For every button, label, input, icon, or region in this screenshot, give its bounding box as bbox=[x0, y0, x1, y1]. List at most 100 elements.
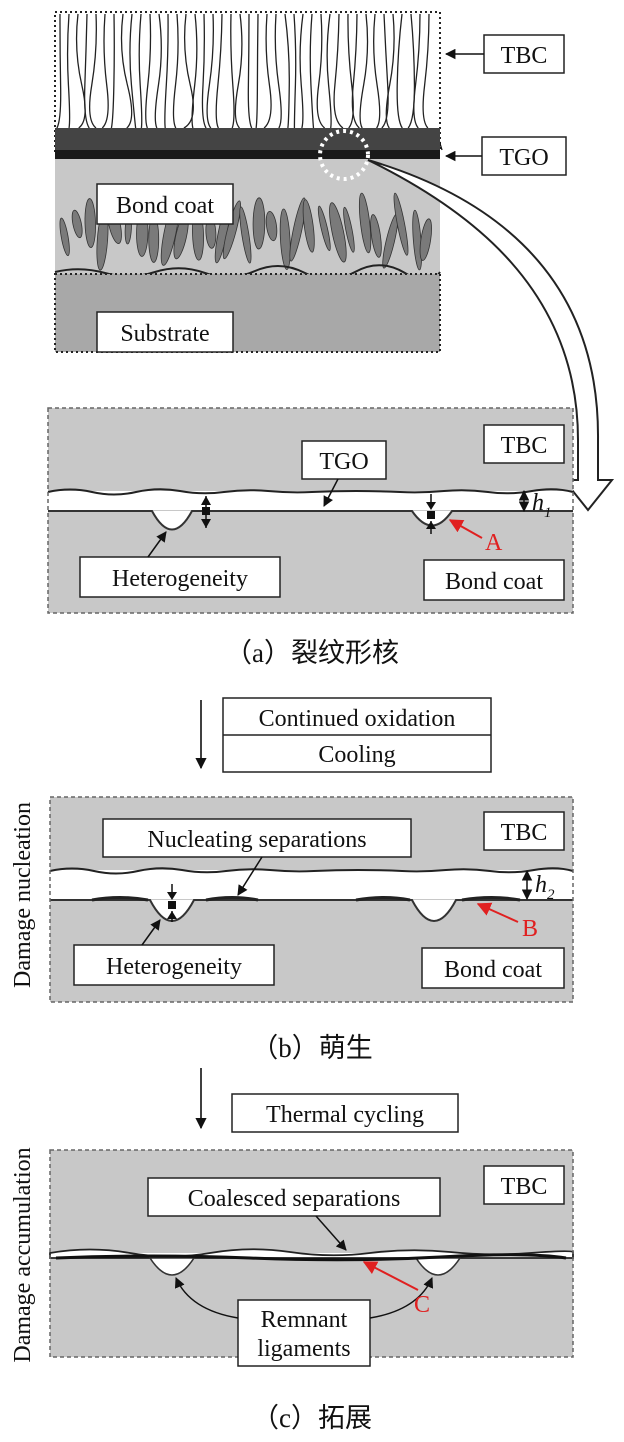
panel-a-tgo-bond-interface bbox=[48, 510, 573, 531]
bond-coat-grain bbox=[222, 200, 242, 260]
tbc-column bbox=[183, 13, 194, 129]
panel-b-tbc-label: TBC bbox=[501, 820, 548, 846]
panel-a-point-label: A bbox=[485, 530, 503, 556]
bond-coat-grain bbox=[302, 199, 315, 253]
bond-coat-grain bbox=[84, 198, 96, 249]
panel-a-upper-interface bbox=[47, 488, 574, 496]
panel-b-tgo-bond-interface bbox=[50, 899, 573, 922]
panel-b-separation-right bbox=[355, 896, 411, 902]
tbc-column bbox=[215, 13, 223, 129]
panel-b-h-subscript: 2 bbox=[547, 887, 555, 903]
panel-a-h-symbol: h1 bbox=[532, 490, 552, 521]
bond-coat-grain bbox=[59, 217, 70, 257]
tbc-column bbox=[255, 13, 259, 129]
step-a-b: Continued oxidation Cooling bbox=[195, 697, 492, 773]
panel-c-ligament-pointer-left bbox=[174, 1277, 239, 1319]
panel-c-caption: （c）拓展 bbox=[252, 1403, 372, 1433]
panel-c-separations-label: Coalesced separations bbox=[188, 1186, 401, 1212]
panel-c-ligament-right bbox=[414, 1257, 462, 1276]
bond-coat-grain bbox=[343, 206, 355, 253]
tbc-column bbox=[274, 13, 282, 129]
panel-a-point-pointer bbox=[448, 519, 483, 539]
panel-b-frame bbox=[49, 796, 574, 1003]
tbc-column bbox=[373, 13, 381, 129]
top-tbc-label: TBC bbox=[501, 43, 548, 69]
tbc-column bbox=[129, 13, 137, 129]
tbc-column bbox=[101, 13, 109, 129]
tbc-column bbox=[164, 13, 169, 129]
tgo-thin-layer bbox=[55, 150, 440, 159]
panel-b-tbc-box bbox=[483, 811, 565, 851]
panel-a-tbc-box bbox=[483, 424, 565, 464]
panel-c-side-label: Damage accumulation bbox=[10, 1147, 36, 1362]
top-substrate-box bbox=[96, 311, 234, 353]
tbc-column bbox=[407, 13, 416, 129]
panel-b-caption: （b）萌生 bbox=[251, 1033, 373, 1063]
bond-coat-grain bbox=[71, 209, 83, 239]
panel-c-ligaments-line1: Remnant bbox=[261, 1307, 348, 1333]
panel-b-h-symbol: h2 bbox=[535, 872, 555, 903]
tbc-column bbox=[110, 13, 115, 129]
panel-b-bond-coat-label: Bond coat bbox=[444, 957, 542, 983]
panel-c: TBC Coalesced separations Remnant ligame… bbox=[49, 1149, 574, 1367]
panel-c-tbc-label: TBC bbox=[501, 1174, 548, 1200]
tbc-column bbox=[359, 13, 369, 129]
bond-coat-grain bbox=[289, 197, 306, 262]
panel-b: h2 TBC Nucleating separations Heterogene… bbox=[49, 796, 574, 1003]
step-a-b-line2: Cooling bbox=[318, 742, 395, 768]
step-b-c: Thermal cycling bbox=[195, 1068, 459, 1133]
panel-a-frame bbox=[47, 407, 574, 614]
panel-c-separations-pointer bbox=[315, 1215, 347, 1251]
panel-b-upper-interface bbox=[49, 867, 574, 875]
step-b-c-label: Thermal cycling bbox=[266, 1102, 424, 1128]
panel-a-caption: （a）裂纹形核 bbox=[225, 638, 399, 668]
tbc-column bbox=[422, 13, 430, 129]
panel-c-ligament-pointer-right bbox=[369, 1277, 434, 1319]
panel-a-heterogeneity-box bbox=[79, 556, 281, 598]
panel-c-point-pointer bbox=[362, 1261, 419, 1291]
step-a-b-line1: Continued oxidation bbox=[259, 706, 456, 732]
bond-coat-grain bbox=[419, 218, 432, 261]
bond-coat-grain bbox=[317, 205, 331, 251]
panel-c-ligaments-line2: ligaments bbox=[257, 1336, 350, 1362]
tbc-column bbox=[172, 13, 179, 129]
top-tgo-label: TGO bbox=[499, 145, 548, 171]
tbc-column bbox=[191, 13, 198, 129]
bond-coat-grain bbox=[279, 208, 291, 270]
top-substrate-label: Substrate bbox=[120, 321, 209, 347]
top-schematic: TBC TGO Bond coat Substrate bbox=[54, 11, 567, 353]
tbc-column bbox=[154, 13, 162, 129]
panel-c-tbc-box bbox=[483, 1165, 565, 1205]
tbc-column bbox=[263, 13, 272, 129]
tbc-column bbox=[309, 13, 315, 129]
panel-b-bond-coat-box bbox=[421, 947, 565, 989]
panel-b-separations-pointer bbox=[237, 856, 263, 896]
bond-coat-grain bbox=[358, 192, 372, 254]
panel-c-separations-box bbox=[147, 1177, 441, 1217]
panel-b-side-label: Damage nucleation bbox=[10, 802, 36, 988]
panel-b-heterogeneity-pointer bbox=[141, 919, 161, 946]
tbc-column bbox=[284, 13, 290, 129]
panel-a-bond-coat-box bbox=[423, 559, 565, 601]
tbc-column bbox=[316, 13, 326, 129]
panel-a-stress-marker-left bbox=[201, 496, 211, 528]
tbc-column bbox=[138, 13, 143, 129]
bond-coat-grain bbox=[329, 202, 347, 263]
tbc-column bbox=[83, 13, 90, 129]
tbc-column bbox=[145, 13, 152, 129]
tbc-column bbox=[88, 13, 97, 129]
tbc-column bbox=[230, 13, 235, 129]
bond-coat-grain bbox=[393, 192, 409, 256]
panel-c-point-label: C bbox=[414, 1292, 430, 1318]
panel-a-stress-marker-right bbox=[426, 494, 436, 534]
tbc-column bbox=[299, 13, 304, 129]
panel-a-bond-coat-label: Bond coat bbox=[445, 569, 543, 595]
panel-c-ligaments-box bbox=[237, 1299, 371, 1367]
top-bond-coat-label: Bond coat bbox=[116, 193, 214, 219]
tbc-column bbox=[293, 13, 297, 129]
tbc-column bbox=[120, 13, 133, 129]
step-b-c-box bbox=[231, 1093, 459, 1133]
panel-a-tgo-box bbox=[301, 440, 387, 480]
tbc-column bbox=[385, 13, 395, 129]
panel-b-separation-left bbox=[91, 896, 149, 902]
